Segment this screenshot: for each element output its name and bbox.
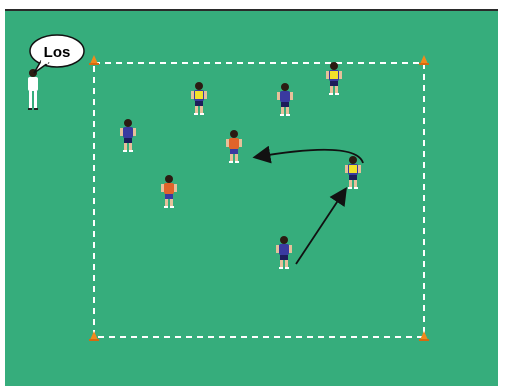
player-blue-1 — [277, 83, 293, 116]
cone-bottom-left — [89, 331, 99, 341]
player-orange-1 — [226, 130, 242, 163]
player-blue-2 — [120, 119, 136, 152]
speech-bubble: Los — [30, 35, 84, 73]
playing-area-boundary — [94, 63, 424, 337]
coach — [28, 69, 38, 110]
player-blue-bib-1 — [191, 82, 207, 115]
cone-top-right — [419, 55, 429, 65]
player-blue-bib-3 — [345, 156, 361, 189]
player-blue-3 — [276, 236, 292, 269]
pass-arrow-2 — [256, 150, 363, 163]
speech-bubble-text: Los — [44, 44, 71, 61]
pass-arrow-1 — [296, 190, 345, 264]
player-blue-bib-2 — [326, 62, 342, 95]
cone-top-left — [89, 55, 99, 65]
player-orange-2 — [161, 175, 177, 208]
